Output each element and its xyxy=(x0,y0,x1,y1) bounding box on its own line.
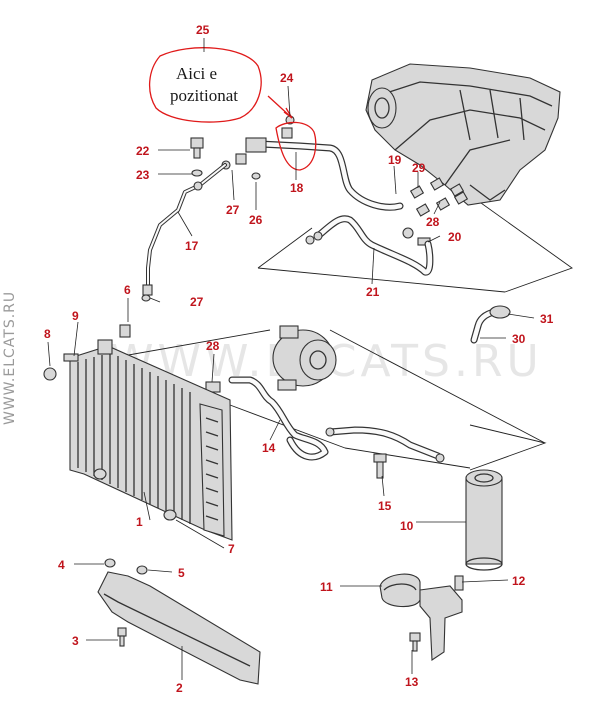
condenser-panel xyxy=(97,558,261,685)
drier-bracket xyxy=(379,573,464,661)
callout-21: 21 xyxy=(366,285,380,299)
callout-26: 26 xyxy=(249,213,263,227)
callout-11: 11 xyxy=(320,580,333,594)
callout-labels: 25 24 18 22 23 27 26 17 6 27 8 9 28 19 2… xyxy=(44,23,554,695)
annotation: Aici e pozitionat xyxy=(149,47,317,171)
callout-22: 22 xyxy=(136,144,150,158)
hose-14 xyxy=(205,376,445,463)
callout-25: 25 xyxy=(196,23,210,37)
callout-5: 5 xyxy=(178,566,185,580)
callout-2: 2 xyxy=(176,681,183,695)
compressor xyxy=(272,325,337,391)
annotation-line-1: Aici e xyxy=(176,64,217,83)
callout-1: 1 xyxy=(136,515,143,529)
callout-19: 19 xyxy=(388,153,402,167)
callout-10: 10 xyxy=(400,519,414,533)
evaporator-housing xyxy=(365,63,561,206)
callout-12: 12 xyxy=(512,574,526,588)
condenser-mounts xyxy=(43,294,151,381)
callout-6: 6 xyxy=(124,283,131,297)
callout-8: 8 xyxy=(44,327,51,341)
condenser xyxy=(69,339,233,541)
hose-30 xyxy=(470,305,511,344)
pressure-switch xyxy=(190,137,261,180)
callout-18: 18 xyxy=(290,181,304,195)
callout-3: 3 xyxy=(72,634,79,648)
callout-17: 17 xyxy=(185,239,199,253)
callout-20: 20 xyxy=(448,230,462,244)
evaporator-fittings xyxy=(402,177,469,246)
callout-14: 14 xyxy=(262,441,276,455)
callout-24: 24 xyxy=(280,71,294,85)
callout-13: 13 xyxy=(405,675,419,689)
callout-9: 9 xyxy=(72,309,79,323)
callout-4: 4 xyxy=(58,558,65,572)
leader-lines xyxy=(47,38,535,680)
bolt-15 xyxy=(373,453,387,479)
annotation-line-2: pozitionat xyxy=(170,86,238,105)
side-watermark-text: WWW.ELCATS.RU xyxy=(2,291,18,425)
callout-28-condenser: 28 xyxy=(206,339,220,353)
pipe-18 xyxy=(221,115,404,211)
callout-23: 23 xyxy=(136,168,150,182)
callout-28-evaporator: 28 xyxy=(426,215,440,229)
callout-31: 31 xyxy=(540,312,554,326)
pipe-17 xyxy=(142,163,227,296)
hose-21 xyxy=(305,215,434,276)
callout-27-bottom: 27 xyxy=(190,295,204,309)
receiver-drier xyxy=(465,469,503,571)
callout-15: 15 xyxy=(378,499,392,513)
callout-30: 30 xyxy=(512,332,526,346)
callout-27-top: 27 xyxy=(226,203,240,217)
callout-29: 29 xyxy=(412,161,426,175)
callout-7: 7 xyxy=(228,542,235,556)
